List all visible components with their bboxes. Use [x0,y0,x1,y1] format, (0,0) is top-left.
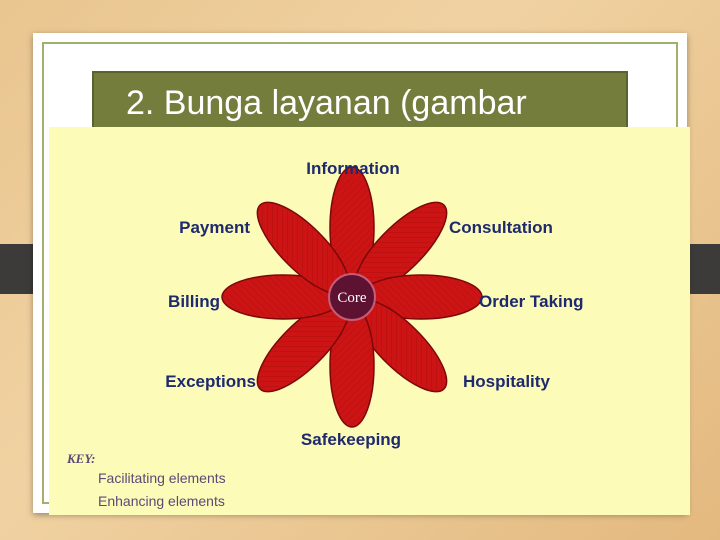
core-circle [328,273,376,321]
title-box: 2. Bunga layanan (gambar [92,71,628,129]
label-consultation: Consultation [449,218,553,237]
petal-left [221,274,345,320]
petal-right [359,274,483,320]
label-exceptions: Exceptions [165,372,256,391]
diagram-key: KEY: Facilitating elements Enhancing ele… [66,451,226,509]
slide-title: 2. Bunga layanan (gambar [126,84,527,122]
key-item-facilitating: Facilitating elements [98,470,226,486]
key-title: KEY: [66,451,95,466]
petal-bottom-right [354,299,448,393]
label-payment: Payment [179,218,250,237]
service-flower-diagram: Core Information Consultation Order Taki… [49,127,690,515]
label-billing: Billing [168,292,220,311]
flower-svg: Core Information Consultation Order Taki… [66,159,584,509]
petal-bottom [329,304,375,428]
label-information: Information [306,159,400,178]
label-hospitality: Hospitality [463,372,550,391]
key-item-enhancing: Enhancing elements [98,493,225,509]
petal-top-right [354,201,448,295]
petal-top-left [256,201,350,295]
label-safekeeping: Safekeeping [301,430,401,449]
label-order-taking: Order Taking [479,292,584,311]
core-label: Core [337,290,367,306]
